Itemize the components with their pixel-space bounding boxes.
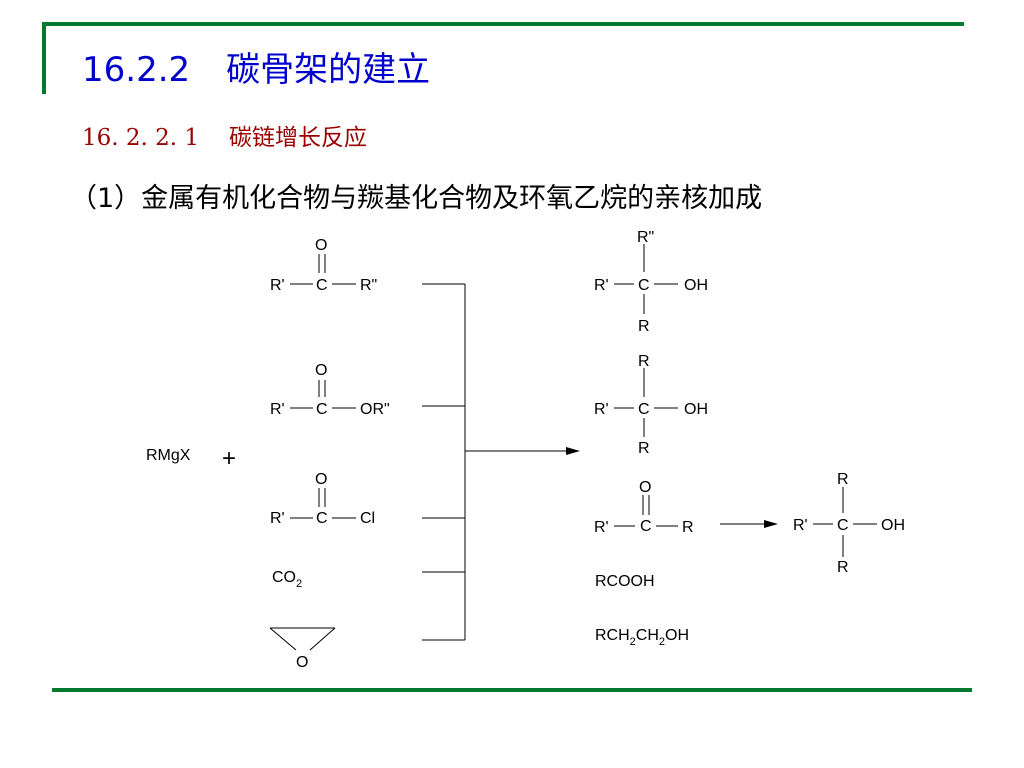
prod2-top: R xyxy=(638,353,650,370)
slide-title: 16.2.2 碳骨架的建立 xyxy=(82,48,430,92)
section-number: 16.2.2 xyxy=(82,50,191,90)
slide-heading: （1）金属有机化合物与羰基化合物及环氧乙烷的亲核加成 xyxy=(70,183,763,214)
prod2-right: OH xyxy=(684,401,708,418)
ester-left: R' xyxy=(270,401,285,418)
prod-alcohol-p2: CH xyxy=(636,627,659,644)
acid-chloride-c: C xyxy=(316,510,328,527)
subsection-number: 16. 2. 2. 1 xyxy=(82,125,200,151)
co2-label: CO2 xyxy=(272,569,302,590)
prod-alcohol-s1: 2 xyxy=(630,636,636,648)
co2-sub: 2 xyxy=(296,578,302,590)
prod-alcohol-p3: OH xyxy=(665,627,689,644)
prod3-left: R' xyxy=(594,519,609,536)
ester-right: OR" xyxy=(360,401,390,418)
plus-sign: + xyxy=(222,445,236,472)
prod4-c: C xyxy=(837,517,849,534)
ketone-right: R" xyxy=(360,277,377,294)
ketone-c: C xyxy=(316,277,328,294)
section-title: 碳骨架的建立 xyxy=(226,50,431,90)
prod1-right: OH xyxy=(684,277,708,294)
prod-alcohol: RCH2CH2OH xyxy=(595,627,689,648)
ester-c: C xyxy=(316,401,328,418)
slide-subtitle: 16. 2. 2. 1 碳链增长反应 xyxy=(82,122,367,154)
left-accent-bar xyxy=(42,22,46,94)
reagent-label: RMgX xyxy=(146,447,191,464)
ketone-o: O xyxy=(315,237,327,254)
prod4-bottom: R xyxy=(837,559,849,576)
prod2-bottom: R xyxy=(638,440,650,457)
prod4-left: R' xyxy=(793,517,808,534)
prod4-right: OH xyxy=(881,517,905,534)
prod-acid: RCOOH xyxy=(595,573,655,590)
co2-main: CO xyxy=(272,569,296,586)
subsection-title: 碳链增长反应 xyxy=(229,125,368,151)
epoxide-o: O xyxy=(296,654,308,671)
prod1-top: R" xyxy=(637,229,654,246)
prod2-left: R' xyxy=(594,401,609,418)
prod3-o: O xyxy=(639,479,651,496)
prod1-left: R' xyxy=(594,277,609,294)
acid-chloride-o: O xyxy=(315,471,327,488)
prod1-bottom: R xyxy=(638,318,650,335)
prod1-c: C xyxy=(638,277,650,294)
ketone-left: R' xyxy=(270,277,285,294)
ester-o: O xyxy=(315,362,327,379)
prod3-right: R xyxy=(682,519,694,536)
acid-chloride-right: Cl xyxy=(360,510,375,527)
top-accent-bar xyxy=(42,22,964,26)
bottom-accent-bar xyxy=(52,688,972,692)
prod-alcohol-p1: RCH xyxy=(595,627,630,644)
prod-alcohol-s2: 2 xyxy=(659,636,665,648)
prod4-top: R xyxy=(837,471,849,488)
acid-chloride-left: R' xyxy=(270,510,285,527)
prod3-c: C xyxy=(640,518,652,535)
prod2-c: C xyxy=(638,401,650,418)
